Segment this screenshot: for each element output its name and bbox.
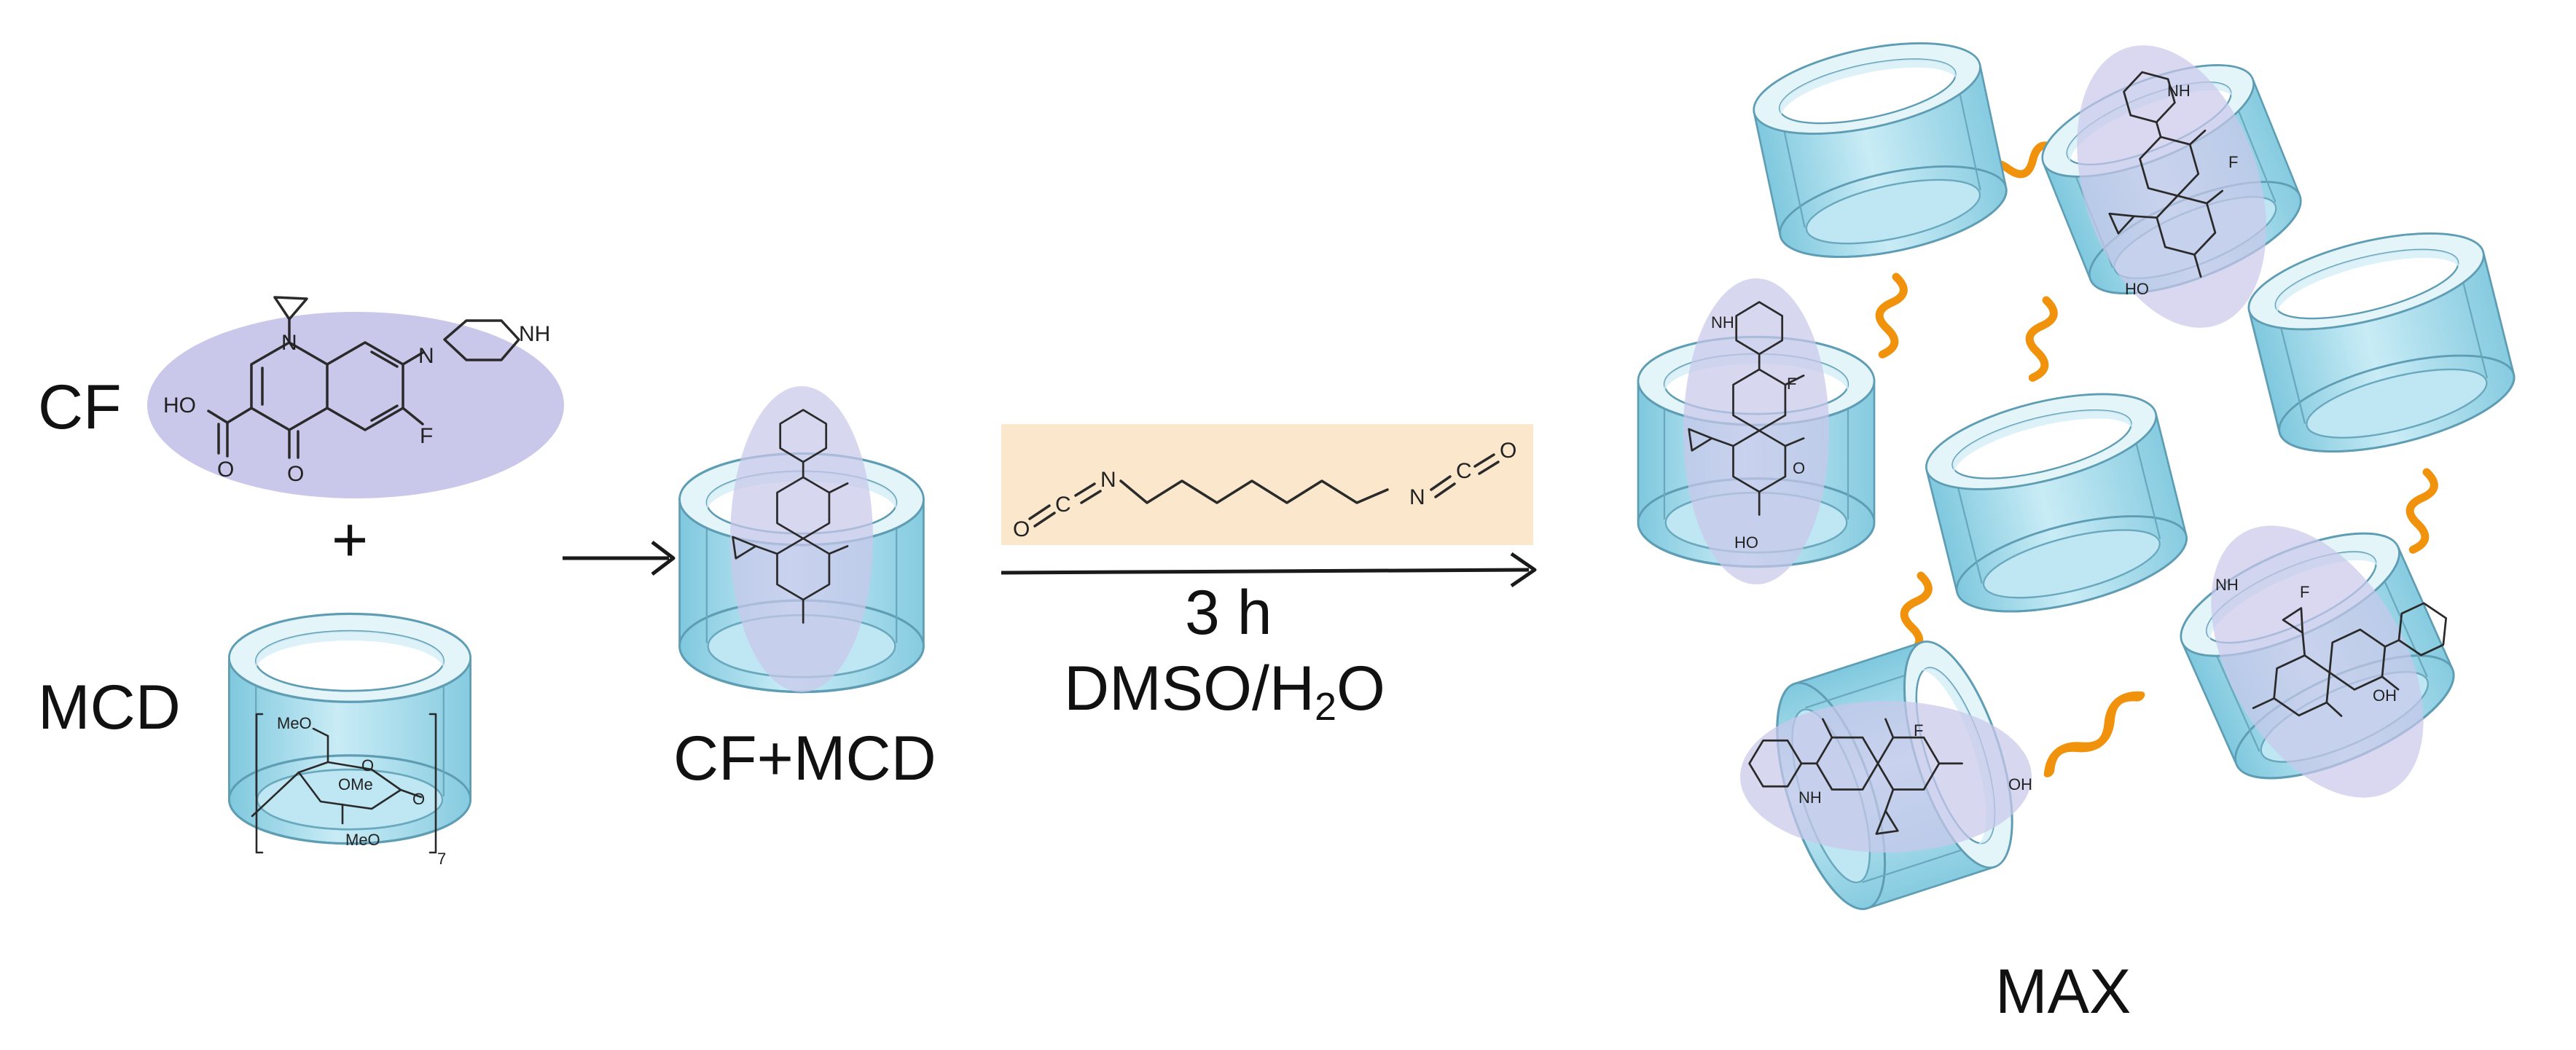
- max-cd-right: [2238, 213, 2525, 472]
- cf-n-piperazine-label: N: [418, 344, 434, 368]
- mcd-ome-label: OMe: [338, 775, 373, 794]
- reagent-c-left: C: [1055, 493, 1071, 517]
- mcd-meo-bottom-label: MeO: [345, 831, 380, 849]
- cf-o-acid-label: O: [217, 458, 234, 482]
- cf-f-label: F: [420, 424, 433, 448]
- max-cd-center: [1916, 374, 2197, 632]
- conditions-solvent: DMSO/H2O: [1064, 654, 1385, 729]
- max-oh-bottom-right: OH: [2373, 686, 2397, 705]
- max-o-left: O: [1793, 459, 1805, 477]
- reagent-c-right: C: [1456, 459, 1472, 483]
- max-drug-ellipse-top: [2077, 45, 2266, 328]
- max-nh-top: NH: [2167, 82, 2191, 100]
- max-nh-left: NH: [1711, 313, 1734, 332]
- max-f-bottom-right: F: [2300, 583, 2309, 601]
- mcd-glucose-unit: MeO O OMe O MeO 7: [251, 713, 446, 868]
- max-drug-ellipse-bottom-right: [2211, 525, 2424, 798]
- cf-molecule-ellipse: [147, 312, 564, 498]
- mcd-o-ring-label: O: [361, 756, 374, 775]
- plus-sign: +: [332, 505, 368, 575]
- mcd-label: MCD: [38, 673, 181, 743]
- arrow-complexation: [563, 541, 676, 576]
- mcd-subscript-seven: 7: [437, 850, 446, 868]
- max-f-bottom-left: F: [1914, 721, 1923, 740]
- max-f-left: F: [1787, 375, 1796, 393]
- max-oh-bottom-left: OH: [2008, 775, 2032, 794]
- max-oh-left: HO: [1734, 533, 1758, 552]
- mcd-o-link-label: O: [412, 790, 425, 808]
- cf-nh-label: NH: [519, 322, 550, 346]
- cf-ho-label: HO: [163, 393, 196, 418]
- max-f-top: F: [2228, 153, 2238, 171]
- max-nh-bottom-left: NH: [1798, 788, 1822, 807]
- conditions-time: 3 h: [1185, 578, 1272, 648]
- reagent-n-right: N: [1409, 485, 1425, 509]
- ciprofloxacin-structure: N N NH F O O HO: [163, 296, 550, 486]
- max-ho-top: HO: [2125, 280, 2149, 298]
- cf-n1-label: N: [281, 331, 297, 355]
- mcd-cylinder: [227, 612, 472, 845]
- reagent-box: [1001, 424, 1533, 545]
- max-cd-top-left: [1745, 25, 2016, 275]
- max-nh-bottom-right: NH: [2215, 576, 2239, 594]
- mcd-meo-top-label: MeO: [277, 714, 312, 732]
- arrow-crosslinking: [1001, 552, 1537, 588]
- product-label: MAX: [1995, 957, 2131, 1027]
- reagent-o-right: O: [1500, 439, 1516, 463]
- max-chem-labels: NH F HO NH F O HO NH F OH NH F OH: [1711, 82, 2397, 807]
- cf-label: CF: [38, 372, 122, 442]
- reagent-o-left: O: [1013, 517, 1030, 541]
- cf-o-ketone-label: O: [287, 462, 304, 486]
- diisocyanate-structure: O C N N C O: [1013, 439, 1516, 541]
- complex-label: CF+MCD: [673, 724, 936, 794]
- reagent-n-left: N: [1100, 468, 1116, 492]
